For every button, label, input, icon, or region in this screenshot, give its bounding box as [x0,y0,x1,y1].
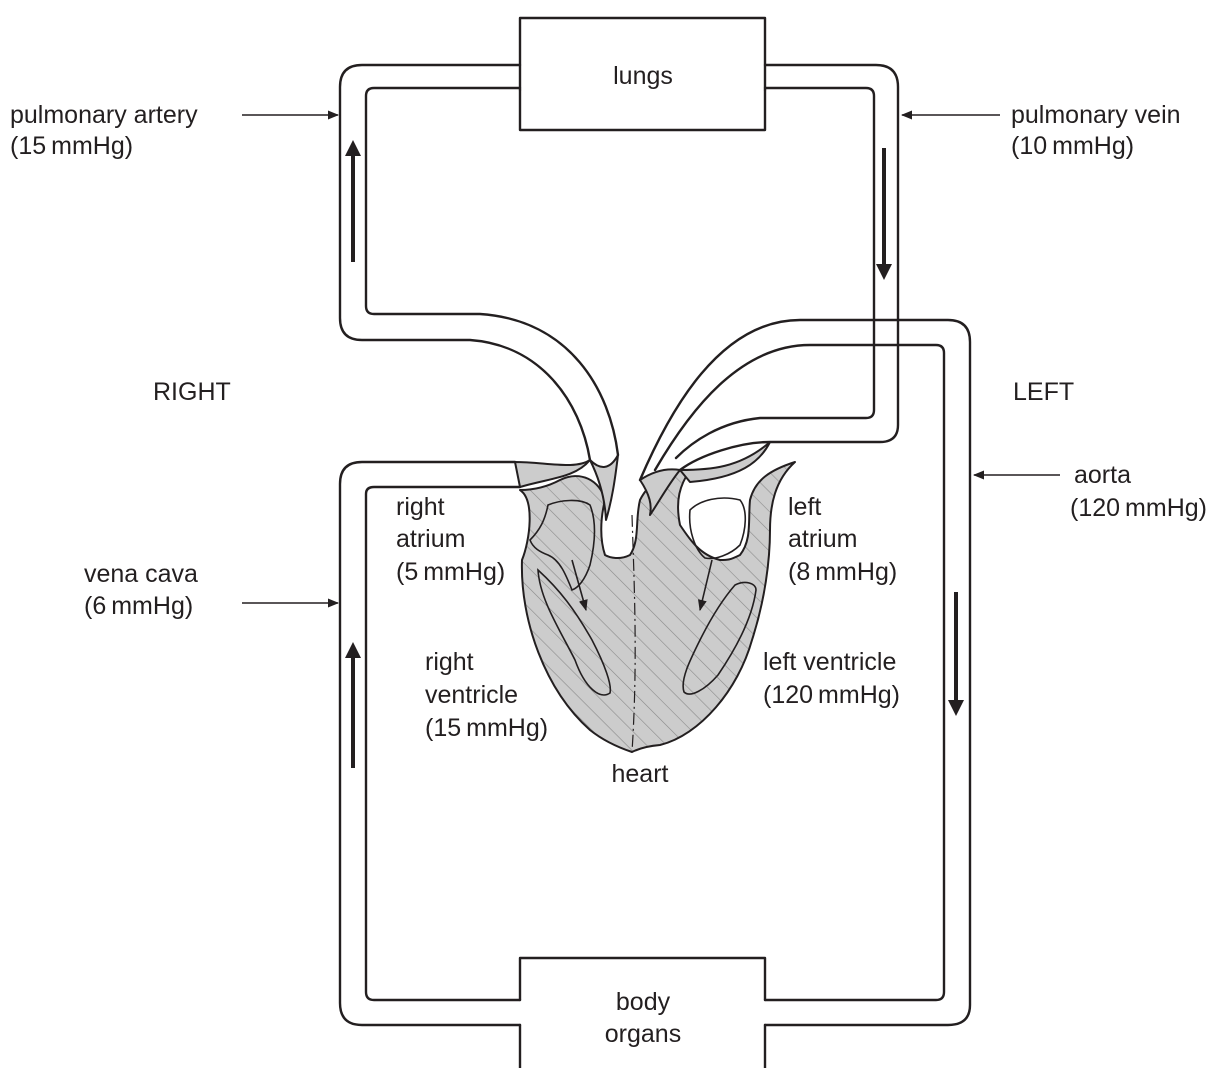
pulmonary-artery-vessel [340,65,618,460]
heart [515,442,795,752]
right-atrium-label-1: right [396,493,445,521]
left-atrium-pressure: (8 mmHg) [788,558,897,586]
right-ventricle-label-2: ventricle [425,681,518,709]
right-ventricle-label-1: right [425,648,474,676]
right-ventricle-pressure: (15 mmHg) [425,714,548,742]
heart-muscle [520,462,795,752]
left-ventricle-label: left ventricle [763,648,896,676]
left-atrium-cavity [690,498,746,558]
left-atrium-label-2: atrium [788,525,857,553]
body-organs-label-2: organs [605,1020,681,1048]
pulmonary-vein-vessel [676,65,898,470]
vena-cava-label: vena cava [84,560,198,588]
right-side-label: RIGHT [153,378,231,406]
body-organs-label-1: body [616,988,671,1016]
right-atrium-pressure: (5 mmHg) [396,558,505,586]
vena-cava-pressure: (6 mmHg) [84,592,193,620]
pulmonary-vein-label: pulmonary vein [1011,101,1181,129]
aorta-label: aorta [1074,461,1131,489]
heart-label: heart [612,760,669,788]
lungs-label: lungs [613,62,673,90]
left-ventricle-pressure: (120 mmHg) [763,681,900,709]
right-atrium-label-2: atrium [396,525,465,553]
pulmonary-artery-label: pulmonary artery [10,101,198,129]
pulmonary-artery-pressure: (15 mmHg) [10,132,133,160]
aorta-pressure: (120 mmHg) [1070,494,1207,522]
pulmonary-vein-pressure: (10 mmHg) [1011,132,1134,160]
left-atrium-label-1: left [788,493,821,521]
left-side-label: LEFT [1013,378,1074,406]
